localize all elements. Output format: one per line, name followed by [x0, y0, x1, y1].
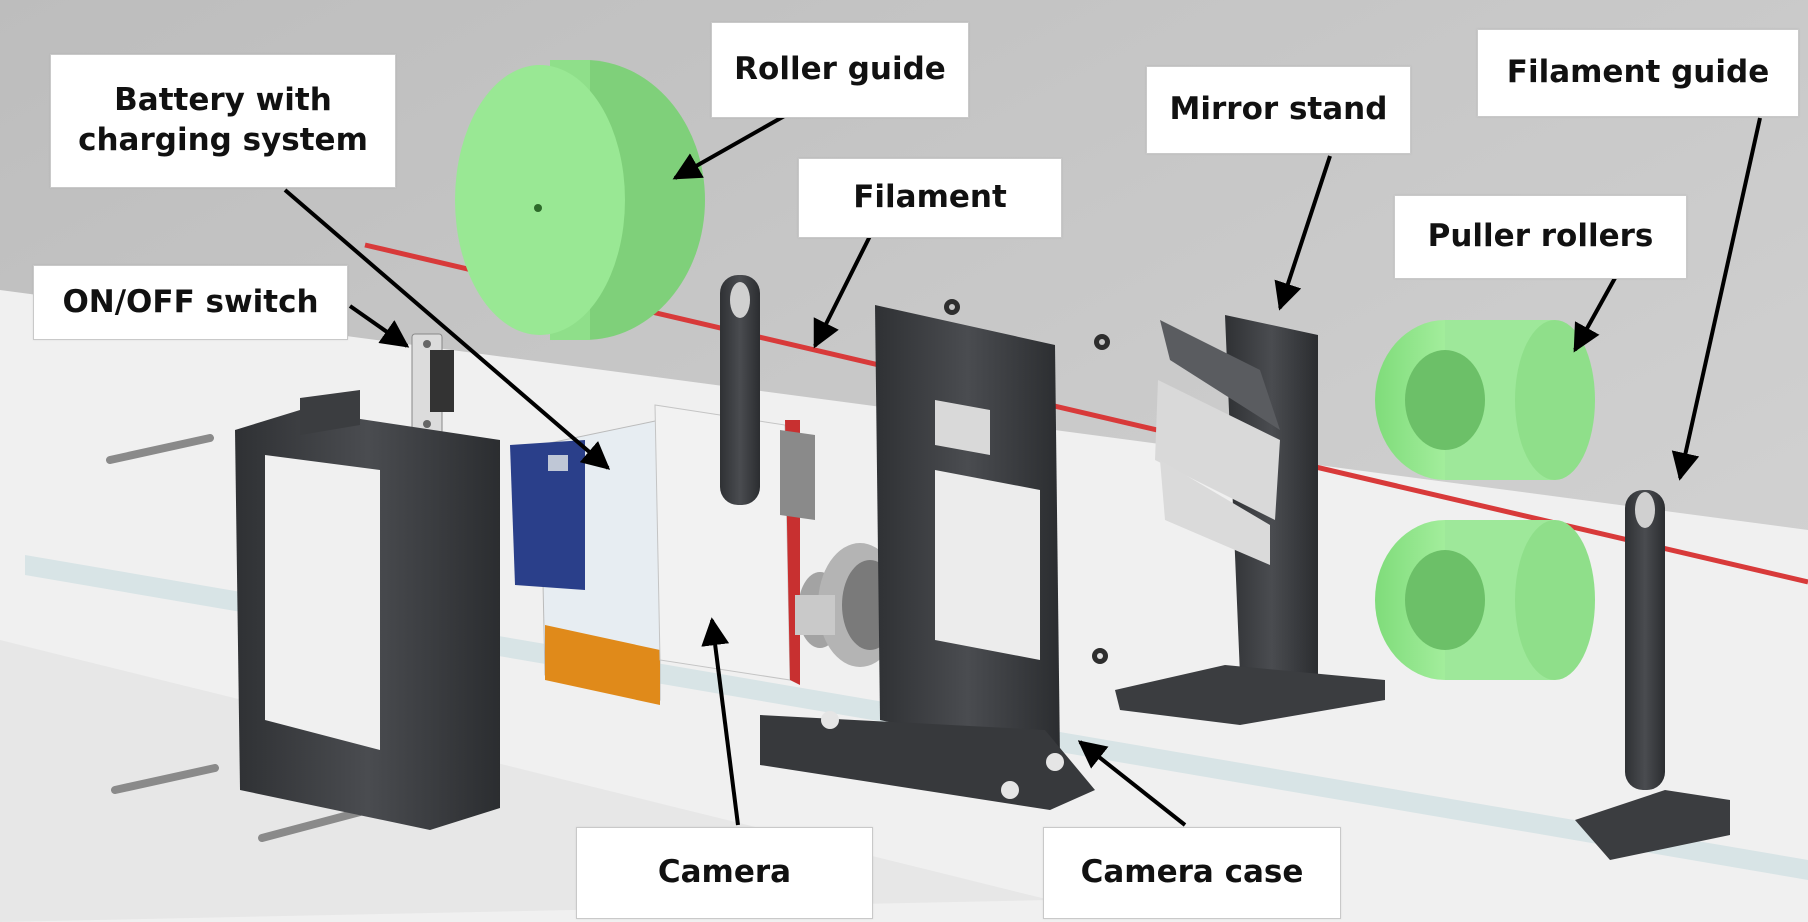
label-filament: Filament — [798, 158, 1062, 238]
filament-guide-part — [1575, 490, 1730, 860]
battery-part — [510, 419, 661, 705]
roller-guide-part — [455, 60, 705, 340]
switch-part — [411, 333, 454, 435]
label-onoff-switch: ON/OFF switch — [33, 265, 348, 340]
label-filament-guide: Filament guide — [1477, 29, 1799, 117]
arrow-roller-guide — [672, 108, 796, 180]
arrow-battery — [283, 188, 611, 470]
puller-rollers-part — [1375, 320, 1595, 680]
nuts — [944, 299, 1110, 664]
callout-arrows — [283, 108, 1762, 827]
arrow-filament — [813, 235, 872, 349]
label-camera: Camera — [576, 827, 873, 919]
label-battery-with-charging-system: Battery with charging system — [50, 54, 396, 188]
mirror-stand-part — [1115, 315, 1385, 725]
arrow-camera-case — [1077, 740, 1187, 827]
label-camera-case: Camera case — [1043, 827, 1341, 919]
arrow-camera — [701, 617, 740, 826]
front-frame-part — [235, 390, 500, 830]
label-roller-guide: Roller guide — [711, 22, 969, 118]
label-mirror-stand: Mirror stand — [1146, 66, 1411, 154]
camera-board-part — [654, 404, 815, 685]
arrow-filament-guide — [1671, 117, 1762, 481]
label-puller-rollers: Puller rollers — [1394, 195, 1687, 279]
arrow-mirror-stand — [1274, 155, 1332, 311]
camera-case-part — [760, 305, 1095, 810]
arrow-puller-rollers — [1573, 277, 1617, 353]
left-filament-guide-part — [720, 275, 760, 505]
arrow-onoff-switch — [348, 304, 410, 348]
